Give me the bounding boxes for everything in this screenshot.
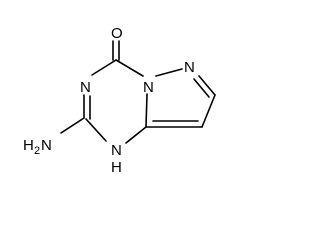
bond-n1-c8a [125, 126, 147, 144]
atom-oxygen: O [111, 25, 123, 42]
atom-nitrogen-nh: N [111, 142, 122, 159]
atom-nitrogen-pyrazole: N [184, 59, 195, 76]
bond-c2-nh2 [60, 117, 85, 134]
bond-c2-n1 [85, 118, 107, 142]
bond-c7-c8 [201, 94, 216, 128]
bonds [60, 40, 216, 144]
atom-hydrogen-nh: H [111, 159, 122, 176]
bond-c8a-n5 [145, 93, 148, 128]
bond-n5-n6 [155, 68, 183, 77]
bond-c4-n5 [115, 59, 144, 77]
atom-nitrogen-bridgehead: N [143, 79, 154, 96]
bond-n6-c7-a [198, 75, 216, 96]
bond-n6-c7-b [193, 78, 210, 98]
chemical-structure: O N N N N H H 2 N [23, 25, 216, 176]
atom-amino-subscript: 2 [34, 145, 40, 157]
atom-amino-n: N [41, 137, 52, 154]
bond-c4-n3 [91, 59, 117, 76]
atom-nitrogen-ring-left: N [80, 79, 91, 96]
atom-amino-h: H [23, 137, 34, 154]
atom-labels: O N N N N H H 2 N [23, 25, 195, 176]
